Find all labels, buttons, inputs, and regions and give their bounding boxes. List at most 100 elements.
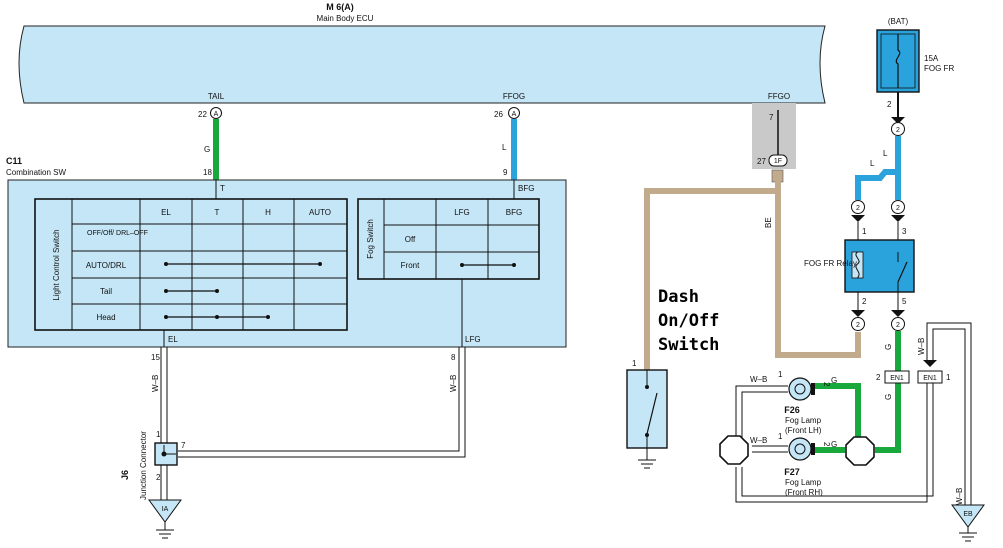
fs-header-bfg: BFG <box>506 208 522 217</box>
ecu-code: M 6(A) <box>326 2 354 12</box>
note-line-3: Switch <box>658 335 719 355</box>
ffgo-terminal: FFGO 7 27 1F <box>752 92 796 183</box>
ecu-ffog-signal: FFOG <box>503 92 525 101</box>
wire-g-label-2: G <box>884 394 893 400</box>
fuse-name: FOG FR <box>924 64 954 73</box>
relay-conn-bottom-left: 2 <box>856 322 860 329</box>
fuse-rating: 15A <box>924 54 939 63</box>
ground-eb: EB <box>951 504 985 542</box>
fs-row-front: Front <box>401 261 420 270</box>
wire-tail-color: G <box>204 145 210 154</box>
ffgo-pin: 7 <box>769 113 774 122</box>
ground-ia-label: IA <box>162 506 169 513</box>
light-control-title: Light Control Switch <box>52 229 61 300</box>
wire-ffog-blue: L <box>502 119 517 180</box>
lc-header-h: H <box>265 208 271 217</box>
en1-pin2: 2 <box>876 373 881 382</box>
wire-l-blue <box>855 136 901 200</box>
main-body-ecu: M 6(A) Main Body ECU TAIL FFOG <box>18 2 826 104</box>
wire-l-label-2: L <box>870 159 875 168</box>
wire-lfg-label: W–B <box>449 375 458 392</box>
lc-row-head: Head <box>96 313 115 322</box>
ecu-tail-signal: TAIL <box>208 92 225 101</box>
combo-sw-name: Combination SW <box>6 168 66 177</box>
lc-header-el: EL <box>161 208 171 217</box>
splice-left <box>719 435 749 465</box>
ecu-pin-ffog: 26 A <box>494 107 520 119</box>
fuse-pin: 2 <box>887 100 892 109</box>
wire-be <box>644 188 861 370</box>
wire-tail-green: G <box>204 119 219 180</box>
ecu-name: Main Body ECU <box>317 14 374 23</box>
lamp-lh-name-1: Fog Lamp <box>785 416 822 425</box>
wire-g-label-4: G <box>831 440 837 449</box>
note-line-2: On/Off <box>658 311 719 331</box>
combo-pin-el-name: EL <box>168 335 178 344</box>
wire-l-label-1: L <box>883 149 888 158</box>
en1-right: EN1 <box>923 375 937 382</box>
combo-pin-el-num: 15 <box>151 353 160 362</box>
fog-lamp-lh: 1 2 F26 Fog Lamp (Front LH) <box>778 370 831 435</box>
relay-pin-5: 5 <box>902 297 907 306</box>
wire-wb-label-rh: W–B <box>750 436 767 445</box>
combo-pin-bfg-name: BFG <box>518 184 534 193</box>
ecu-pin-tail: 22 A <box>198 107 222 119</box>
fs-header-lfg: LFG <box>454 208 470 217</box>
en1-connectors: EN1 2 EN1 1 <box>876 360 951 384</box>
lamp-lh-code: F26 <box>784 405 800 415</box>
lamp-rh-name-1: Fog Lamp <box>785 478 822 487</box>
wire-g-label-1: G <box>884 344 893 350</box>
light-control-table: Light Control Switch EL T H AUTO OFF/Off… <box>34 198 348 331</box>
combo-pin-t-num: 18 <box>203 168 212 177</box>
relay-conn-top-left: 2 <box>856 205 860 212</box>
wire-g-green <box>812 331 901 453</box>
lc-row-off-a: OFF/Off/ DRL–OFF <box>87 230 148 237</box>
lamp-lh-pin2: 2 <box>822 382 831 387</box>
wire-wb-label-eb: W–B <box>955 488 964 505</box>
wire-ffog-color: L <box>502 143 507 152</box>
fog-switch-title: Fog Switch <box>366 219 375 259</box>
ecu-pin-ffog-number: 26 <box>494 110 503 119</box>
wire-wb-ground-right <box>735 322 972 505</box>
lamp-rh-name-2: (Front RH) <box>785 488 823 497</box>
combo-sw-code: C11 <box>6 156 22 166</box>
j6-pin2: 2 <box>156 473 161 482</box>
lamp-rh-code: F27 <box>784 467 800 477</box>
j6-pin7: 7 <box>181 441 186 450</box>
fuse-connector: 2 <box>891 117 905 136</box>
lc-row-tail: Tail <box>100 287 112 296</box>
relay-pin-1: 1 <box>862 227 867 236</box>
junction-connector-j6: J6 Junction Connector 1 2 7 <box>120 430 186 500</box>
note-line-1: Dash <box>658 287 699 307</box>
relay-bottom-connectors: 2 2 <box>851 310 905 331</box>
dash-switch: 1 <box>626 359 668 469</box>
relay-conn-top-right: 2 <box>896 205 900 212</box>
en1-left: EN1 <box>890 375 904 382</box>
splice-right <box>845 436 875 466</box>
wire-el-wb <box>160 347 466 458</box>
relay-pin-2: 2 <box>862 297 867 306</box>
wire-wb-label-lh: W–B <box>750 375 767 384</box>
fuse-fog-fr: (BAT) 15A FOG FR 2 <box>876 17 954 122</box>
combo-pin-t-name: T <box>220 184 225 193</box>
ecu-pin-tail-number: 22 <box>198 110 207 119</box>
fs-row-off: Off <box>405 235 416 244</box>
relay-conn-bottom-right: 2 <box>896 322 900 329</box>
ffgo-pin2: 27 <box>757 157 766 166</box>
wire-wb-label-en1: W–B <box>917 338 926 355</box>
wire-el-label: W–B <box>151 375 160 392</box>
combo-pin-lfg-num: 8 <box>451 353 456 362</box>
lc-header-t: T <box>215 208 220 217</box>
ground-eb-label: EB <box>963 511 973 518</box>
lc-header-auto: AUTO <box>309 208 331 217</box>
lamp-lh-name-2: (Front LH) <box>785 426 822 435</box>
ffgo-conn: 1F <box>774 158 782 165</box>
fuse-conn-label: 2 <box>896 127 900 134</box>
dash-switch-pin: 1 <box>632 359 637 368</box>
relay-top-connectors: 2 2 1 3 <box>851 200 907 240</box>
fuse-bat: (BAT) <box>888 17 909 26</box>
lc-row-auto: AUTO/DRL <box>86 261 127 270</box>
relay-pin-3: 3 <box>902 227 907 236</box>
j6-pin1: 1 <box>156 430 161 439</box>
